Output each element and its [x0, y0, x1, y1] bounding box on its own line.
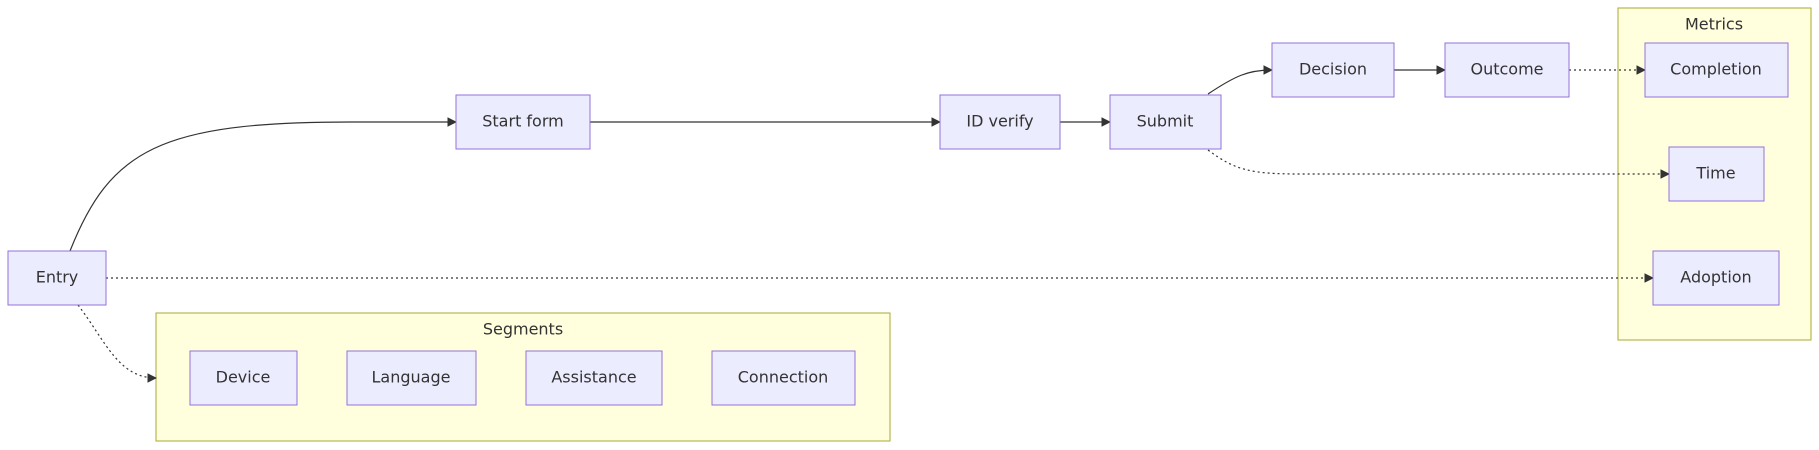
node-connection-label: Connection [738, 368, 829, 387]
node-adoption[interactable]: Adoption [1652, 250, 1780, 306]
node-assistance-label: Assistance [551, 368, 636, 387]
node-time-label: Time [1695, 164, 1735, 183]
edge-entry-to-start-form [69, 117, 457, 252]
node-language-label: Language [372, 368, 451, 387]
edge-entry-to-segments [77, 304, 157, 383]
node-device-label: Device [216, 368, 271, 387]
node-completion-label: Completion [1670, 60, 1762, 79]
node-entry-label: Entry [36, 268, 79, 287]
edge-submit-to-decision [1207, 65, 1273, 95]
node-decision-label: Decision [1299, 60, 1367, 79]
node-submit-label: Submit [1137, 112, 1194, 131]
node-connection[interactable]: Connection [711, 350, 856, 406]
cluster-metrics-label: Metrics [1685, 15, 1743, 34]
node-adoption-label: Adoption [1680, 268, 1751, 287]
edge-submit-to-time [1207, 149, 1670, 179]
node-outcome[interactable]: Outcome [1444, 42, 1570, 98]
edges [69, 65, 1670, 383]
node-time[interactable]: Time [1668, 146, 1765, 202]
node-submit[interactable]: Submit [1109, 94, 1222, 150]
cluster-segments-label: Segments [483, 320, 563, 339]
node-entry[interactable]: Entry [7, 250, 107, 306]
node-decision[interactable]: Decision [1271, 42, 1395, 98]
node-id-verify[interactable]: ID verify [939, 94, 1061, 150]
node-assistance[interactable]: Assistance [525, 350, 663, 406]
node-start-form[interactable]: Start form [455, 94, 591, 150]
node-completion[interactable]: Completion [1644, 42, 1789, 98]
node-start-form-label: Start form [482, 112, 563, 131]
node-language[interactable]: Language [346, 350, 477, 406]
node-device[interactable]: Device [189, 350, 298, 406]
node-id-verify-label: ID verify [966, 112, 1033, 131]
node-outcome-label: Outcome [1470, 60, 1543, 79]
